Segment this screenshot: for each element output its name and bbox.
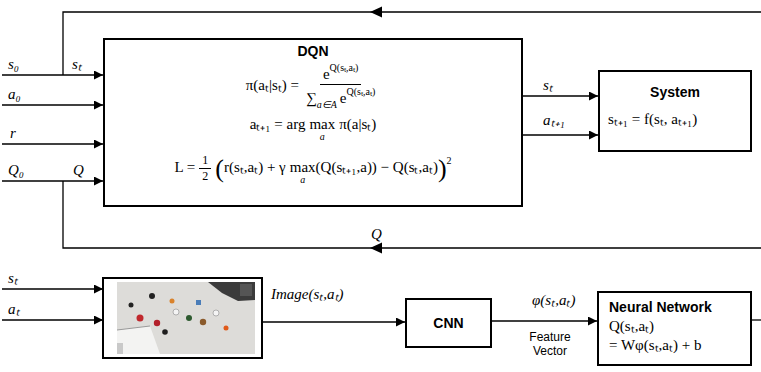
formula-text: π(aₜ|sₜ) = [246, 77, 299, 93]
edge-label: aₜ₊₁ [543, 111, 565, 129]
formula-text: max [309, 116, 335, 133]
signal-label: Image(sₜ,aₜ) [271, 285, 344, 303]
direction-arrowhead [370, 7, 382, 18]
formula-text: ) [438, 154, 447, 183]
formula-text: = Wφ(sₜ,aₜ) + b [609, 336, 701, 355]
box-title: CNN [433, 315, 463, 332]
edge-arrow [523, 134, 598, 135]
image-frame [103, 278, 262, 358]
formula-text: ( [215, 154, 224, 183]
edge-arrow [492, 320, 597, 321]
formula-text: aₜ₊₁ = arg [250, 116, 306, 132]
formula-text: 2 [202, 169, 208, 183]
signal-label: s₀ [8, 55, 19, 73]
fraction-part: 1 [199, 154, 211, 169]
signal-label: aₜ [8, 300, 20, 318]
formula-text: r(sₜ,aₜ) + γ [224, 159, 286, 175]
formula-text: 2 [447, 155, 452, 166]
limit-group: maxa [290, 159, 316, 186]
edge-label: φ(sₜ,aₜ) [532, 291, 575, 309]
input-arrow [2, 288, 103, 289]
cnn-box: CNN [405, 298, 492, 348]
edge-arrow [523, 95, 598, 96]
fraction: eQ(sₜ,aₜ)∑a∈AeQ(sₜ,aₜ) [303, 62, 378, 111]
fraction-part: 2 [199, 169, 211, 183]
input-arrow [2, 143, 103, 144]
formula-text: L = [174, 159, 195, 175]
formula-row: L =12(r(sₜ,aₜ) + γmaxa(Q(sₜ₊₁,a)) − Q(sₜ… [174, 154, 451, 185]
input-arrow [2, 74, 103, 75]
signal-label: Q₀ [8, 161, 24, 179]
scene-photo [117, 282, 255, 354]
signal-label: a₀ [8, 85, 21, 103]
formula-text: Q(sₜ,aₜ) [330, 62, 359, 73]
formula-text: a [300, 175, 305, 185]
image-arrow [263, 321, 405, 322]
fraction-part: eQ(sₜ,aₜ) [320, 62, 361, 85]
signal-label: Q [73, 161, 84, 179]
limit-group: maxa [309, 116, 335, 143]
system-box: System sₜ₊₁ = f(sₜ, aₜ₊₁) [598, 70, 752, 152]
formula-row: π(aₜ|sₜ) =eQ(sₜ,aₜ)∑a∈AeQ(sₜ,aₜ) [246, 62, 380, 111]
box-title: System [650, 84, 700, 101]
formula-text: π(a|sₜ) [339, 116, 376, 132]
formula-text: e [340, 90, 347, 106]
formula-text: Q(sₜ,aₜ) [347, 86, 376, 97]
box-title: DQN [297, 43, 328, 60]
input-arrow [2, 180, 103, 181]
box-title: Neural Network [609, 299, 712, 316]
signal-label: r [10, 124, 16, 142]
formula-text: ∑ [306, 90, 317, 106]
formula-text: a [320, 132, 325, 142]
formula-text: e [323, 66, 330, 82]
edge-label: sₜ [543, 76, 553, 94]
fraction-part: ∑a∈AeQ(sₜ,aₜ) [303, 85, 378, 111]
caption-label: Feature Vector [519, 330, 581, 359]
dqn-box: DQNπ(aₜ|sₜ) =eQ(sₜ,aₜ)∑a∈AeQ(sₜ,aₜ)aₜ₊₁ … [103, 38, 523, 207]
output-line [752, 319, 761, 320]
formula-text: max [290, 159, 316, 176]
network-box: Neural NetworkQ(sₜ,aₜ)= Wφ(sₜ,aₜ) + b [597, 291, 752, 366]
formula-row: aₜ₊₁ = argmaxaπ(a|sₜ) [250, 115, 377, 143]
formula-text: 1 [202, 153, 208, 167]
fraction: 12 [199, 154, 211, 182]
formula-text: (Q(sₜ₊₁,a)) − Q(sₜ,aₜ) [316, 159, 438, 175]
formula-text: sₜ₊₁ = f(sₜ, aₜ₊₁) [608, 110, 697, 129]
direction-arrowhead [370, 243, 382, 254]
signal-label: sₜ [8, 269, 18, 287]
signal-label: Q [371, 225, 382, 243]
input-arrow [2, 319, 103, 320]
input-arrow [2, 104, 103, 105]
formula-text: a∈A [317, 99, 337, 110]
formula-text: Q(sₜ,aₜ) [609, 317, 654, 336]
signal-label: sₜ [72, 55, 82, 73]
